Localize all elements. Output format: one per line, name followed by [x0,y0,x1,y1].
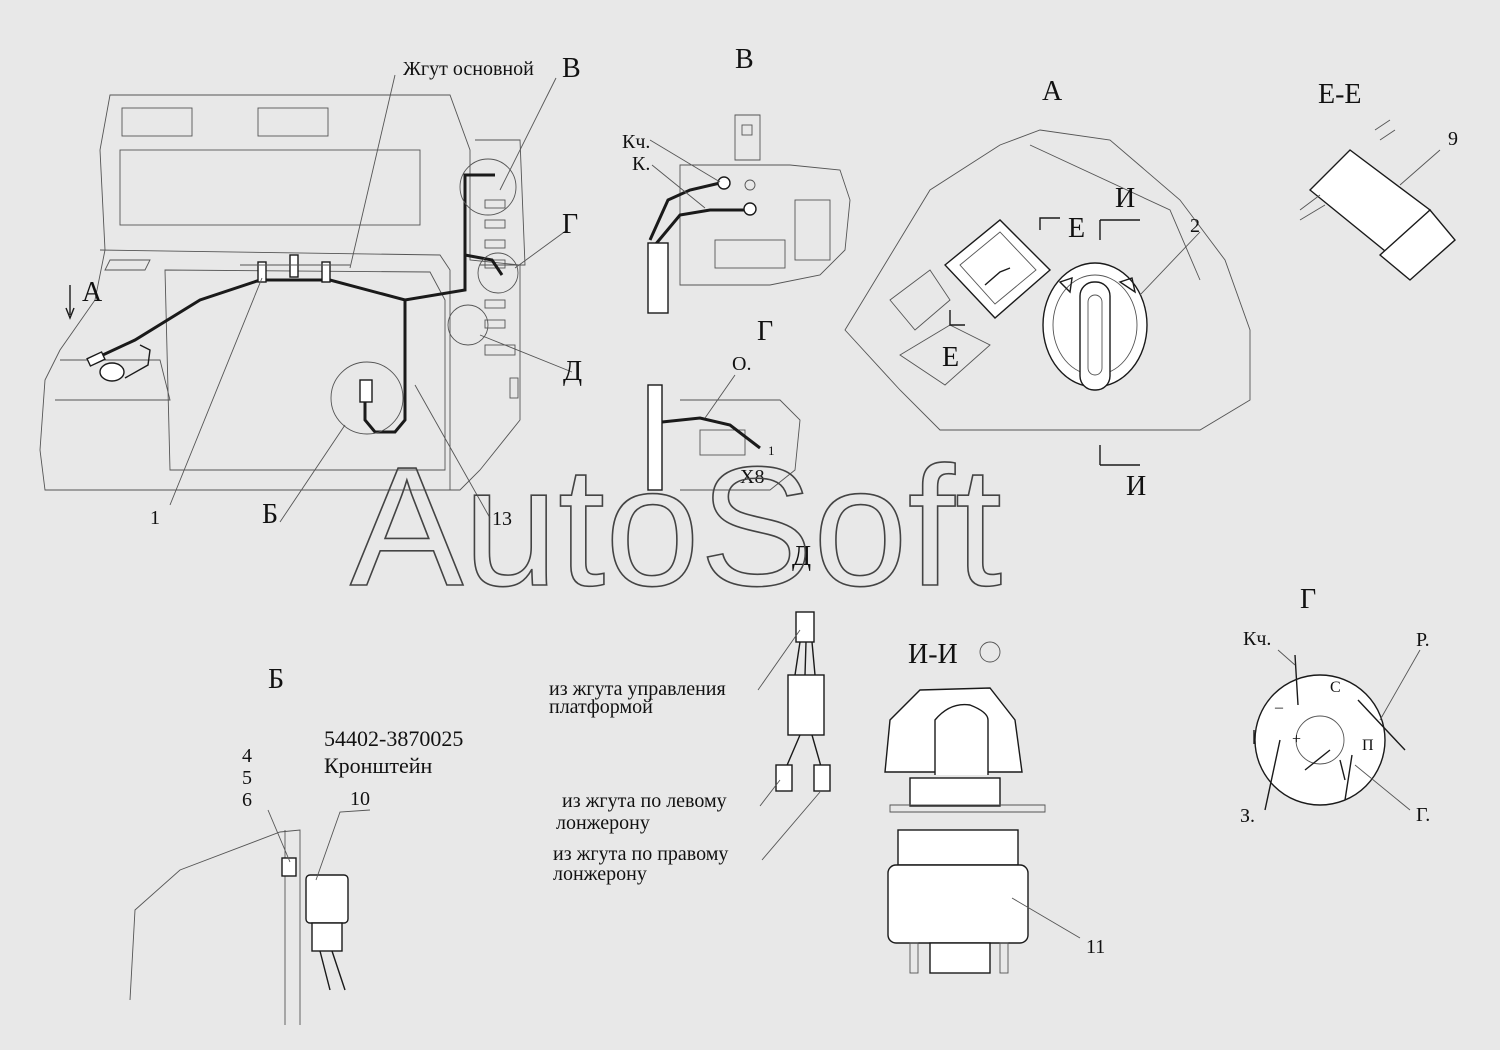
view-ii-title: И-И [908,639,958,670]
harness-label: Жгут основной [403,58,534,80]
section-e-top-label: Е [1068,213,1085,244]
position-6-label: 6 [242,789,252,811]
terminal-kch-label: Кч. [1243,628,1271,650]
terminal-minus-label: – [1274,699,1284,716]
from-platform-label-2: платформой [549,696,653,718]
view-g-small-title: Г [757,316,773,347]
view-a: А И Е Е И 2 [844,76,1251,502]
view-a-title: А [1042,76,1063,107]
from-left-label-1: из жгута по левому [562,790,727,812]
section-e-bottom-label: Е [942,342,959,373]
view-v-callout: В [562,53,581,84]
view-ii: И-И 11 [884,639,1105,974]
position-11-label: 11 [1086,936,1105,958]
view-v-title: В [735,44,754,75]
position-1-label: 1 [150,507,160,529]
view-g-small-connector-label: X8 [740,466,764,488]
terminal-r-label: Р. [1416,629,1430,651]
view-d-callout: Д [563,356,582,387]
rotate-symbol-icon [979,641,1001,663]
terminal-c-label: С [1330,679,1341,696]
from-left-label-2: лонжерону [556,812,650,834]
view-g-big: Г Кч. Р. З. Г. С П – + [1240,584,1430,827]
terminal-plus-label: + [1292,731,1301,748]
part-number-label: 54402-3870025 [324,726,463,751]
section-i-top-label: И [1115,183,1135,214]
view-g-small-pin-label: 1 [768,443,775,458]
position-5-label: 5 [242,767,252,789]
terminal-g-label: Г. [1416,804,1430,826]
position-10-label: 10 [350,788,370,810]
view-v: В Кч. К. [622,44,851,314]
position-9-label: 9 [1448,128,1458,150]
from-right-label-2: лонжерону [553,863,647,885]
view-ee-title: Е-Е [1318,79,1362,110]
main-cab-view: Жгут основной В А Г Д Б 1 13 [39,53,582,530]
view-b: Б 54402-3870025 Кронштейн 4 5 6 10 [129,664,463,1025]
view-g-big-title: Г [1300,584,1316,615]
position-2-label: 2 [1190,215,1200,237]
view-g-callout: Г [562,209,578,240]
from-platform-label-1: из жгута управления [549,678,726,700]
view-b-title: Б [268,664,284,695]
view-v-kch-label: Кч. [622,131,650,153]
view-d: Д из жгута управления платформой из жгут… [549,541,831,885]
view-g-small-o-label: О. [732,353,751,375]
position-4-label: 4 [242,745,252,767]
view-a-callout: А [82,277,103,308]
position-13-label: 13 [492,508,512,530]
view-g-small: Г О. 1 X8 [647,316,801,491]
section-i-bottom-label: И [1126,471,1146,502]
view-ee: Е-Е 9 [1299,79,1458,281]
view-d-title: Д [792,541,811,572]
part-name-label: Кронштейн [324,753,433,778]
view-bb-callout: Б [262,499,278,530]
from-right-label-1: из жгута по правому [553,843,728,865]
watermark: AutoSoft [350,432,1002,622]
terminal-p-label: П [1362,737,1374,754]
terminal-z-label: З. [1240,805,1255,827]
view-v-k-label: К. [632,153,650,175]
